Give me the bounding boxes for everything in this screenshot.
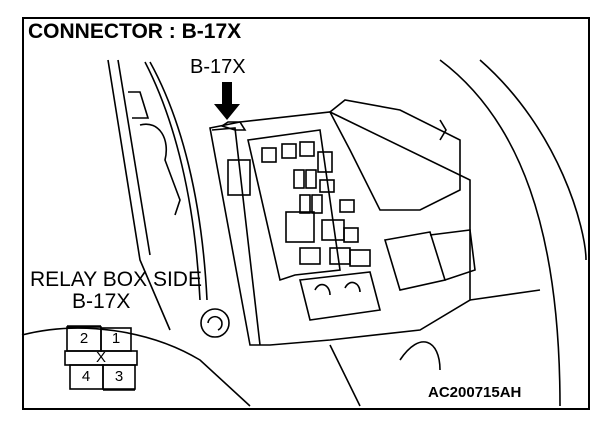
relay-socket [299, 271, 382, 321]
connector-view-label: RELAY BOX SIDE [30, 268, 202, 291]
arrow-down-icon [214, 82, 240, 120]
relay-cover [328, 99, 461, 211]
diagram-frame [22, 17, 590, 410]
floor-line [21, 327, 251, 407]
trim-bracket [128, 91, 150, 119]
trim-line [117, 59, 151, 256]
bolt-head [207, 315, 223, 331]
center-mark: X [95, 349, 106, 366]
connector-callout-label: B-17X [190, 56, 246, 78]
relay-socket-tabs [314, 281, 361, 296]
clip [439, 119, 447, 141]
connector-view-id: B-17X [72, 290, 131, 313]
trim-line [149, 61, 208, 301]
connector-pinout [64, 325, 138, 391]
figure-id: AC200715AH [428, 384, 522, 401]
relay-box-edge [211, 127, 261, 346]
connector-b17x-top [220, 121, 247, 131]
fuse-array [261, 141, 371, 267]
bolt-icon [200, 308, 230, 338]
pin-1: 1 [111, 330, 121, 347]
pin-3: 3 [114, 368, 124, 385]
pin-2: 2 [79, 330, 89, 347]
relay [429, 229, 476, 281]
pin-4: 4 [81, 368, 91, 385]
relay [383, 231, 447, 291]
trim-line [107, 59, 171, 331]
trim-line [144, 61, 201, 301]
surrounding-lines [329, 59, 587, 407]
page-title: CONNECTOR : B-17X [28, 20, 242, 43]
trim-bracket [139, 123, 181, 216]
fuse-block [247, 129, 341, 282]
connector-b17x [227, 159, 251, 196]
